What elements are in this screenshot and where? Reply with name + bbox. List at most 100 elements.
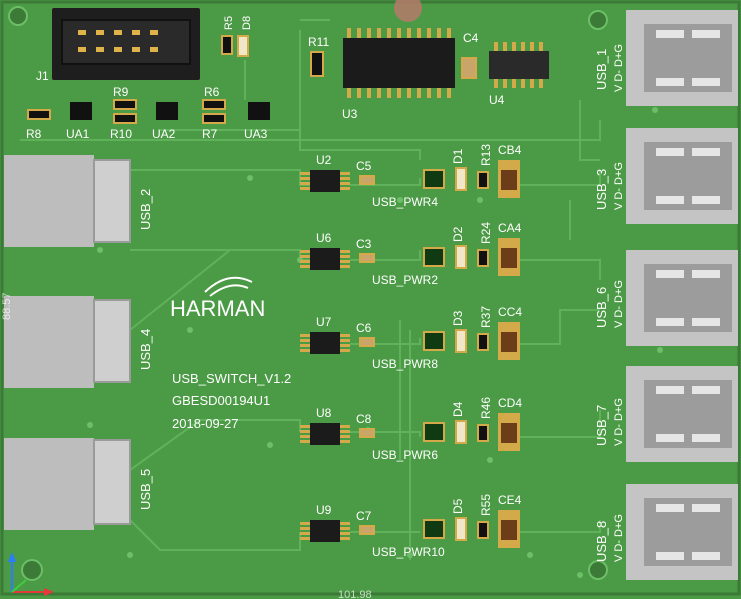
- diode-d4: [455, 420, 467, 444]
- ic-ua1: [70, 102, 92, 120]
- dimension-bottom: 101.98: [338, 589, 372, 599]
- label-ua1: UA1: [66, 127, 90, 141]
- usb-b-connector-2: [4, 155, 131, 247]
- label-r13: R13: [479, 144, 493, 166]
- label-j1: J1: [36, 69, 49, 83]
- label-d5: D5: [451, 498, 465, 514]
- resistor-r46: [477, 424, 489, 442]
- label-r6: R6: [204, 85, 220, 99]
- label-r8: R8: [26, 127, 42, 141]
- diode-d1: [455, 167, 467, 191]
- harman-logo-mark: [204, 276, 253, 297]
- label-u2: U2: [316, 153, 332, 167]
- tantalum-body: [501, 520, 517, 540]
- label-cd4: CD4: [498, 396, 522, 410]
- axis-indicator: [8, 552, 54, 596]
- label-r5: R5: [223, 16, 235, 30]
- ic-u2: [310, 170, 340, 192]
- label-d4: D4: [451, 401, 465, 417]
- usb-a-label: USB_7: [594, 405, 609, 446]
- label-c7: C7: [356, 509, 372, 523]
- usb-b-connector-5: [4, 438, 131, 530]
- usb-b-connector-4: [4, 296, 131, 388]
- diode-d2: [455, 245, 467, 269]
- usb-a-pins: V D- D+G: [613, 514, 625, 562]
- harman-logo: HARMAN: [170, 296, 265, 321]
- label-c6: C6: [356, 321, 372, 335]
- pwr-switch-ic: [423, 169, 445, 189]
- ic-u4: [489, 42, 549, 88]
- resistor-r8: [27, 109, 51, 120]
- usb-a-pins: V D- D+G: [613, 162, 625, 210]
- ic-ua3: [248, 102, 270, 120]
- label-u9: U9: [316, 503, 332, 517]
- ic-u6: [310, 248, 340, 270]
- label-ca4: CA4: [498, 221, 522, 235]
- label-cc4: CC4: [498, 305, 522, 319]
- label-u7: U7: [316, 315, 332, 329]
- label-r37: R37: [479, 306, 493, 328]
- label-r9: R9: [113, 85, 129, 99]
- resistor-r9: [113, 99, 137, 110]
- ic-u3: [343, 28, 455, 98]
- label-pwr: USB_PWR4: [372, 195, 438, 209]
- usb-a-pins: V D- D+G: [613, 280, 625, 328]
- capacitor-c8: [359, 428, 375, 438]
- usb-a-connector-6: [626, 250, 738, 346]
- label-ua3: UA3: [244, 127, 268, 141]
- label-ua2: UA2: [152, 127, 176, 141]
- mounting-hole: [588, 560, 608, 580]
- label-r24: R24: [479, 222, 493, 244]
- resistor-r7: [202, 113, 226, 124]
- resistor-r13: [477, 171, 489, 189]
- capacitor-c6: [359, 337, 375, 347]
- usb-a-pins: V D- D+G: [613, 398, 625, 446]
- pwr-switch-ic: [423, 247, 445, 267]
- usb-a-label: USB_3: [594, 169, 609, 210]
- tantalum-body: [501, 248, 517, 268]
- label-u6: U6: [316, 231, 332, 245]
- diode-d3: [455, 329, 467, 353]
- resistor-r5: [221, 35, 233, 55]
- label-pwr: USB_PWR10: [372, 545, 445, 559]
- capacitor-c4: [461, 57, 477, 79]
- usb-a-label: USB_6: [594, 287, 609, 328]
- tantalum-body: [501, 332, 517, 352]
- usb-b-label: USB_4: [138, 329, 153, 370]
- usb-a-pins: V D- D+G: [613, 44, 625, 92]
- resistor-r6: [202, 99, 226, 110]
- label-ce4: CE4: [498, 493, 522, 507]
- diode-d5: [455, 517, 467, 541]
- label-c5: C5: [356, 159, 372, 173]
- mounting-hole: [8, 6, 28, 26]
- usb-a-connector-7: [626, 366, 738, 462]
- usb-a-label: USB_1: [594, 49, 609, 90]
- resistor-r55: [477, 521, 489, 539]
- usb-a-label: USB_8: [594, 521, 609, 562]
- mounting-hole: [21, 559, 43, 581]
- label-r11: R11: [308, 35, 329, 49]
- label-cb4: CB4: [498, 143, 522, 157]
- ic-ua2: [156, 102, 178, 120]
- label-c8: C8: [356, 412, 372, 426]
- dimension-left: 88.57: [1, 292, 13, 320]
- fiducial-top: [394, 0, 422, 22]
- pwr-switch-ic: [423, 331, 445, 351]
- label-c3: C3: [356, 237, 372, 251]
- ic-u8: [310, 423, 340, 445]
- label-u4: U4: [489, 93, 505, 107]
- label-u3: U3: [342, 107, 358, 121]
- capacitor-c7: [359, 525, 375, 535]
- label-pwr: USB_PWR6: [372, 448, 438, 462]
- resistor-r24: [477, 249, 489, 267]
- label-pwr: USB_PWR8: [372, 357, 438, 371]
- label-c4: C4: [463, 31, 479, 45]
- label-r7: R7: [202, 127, 218, 141]
